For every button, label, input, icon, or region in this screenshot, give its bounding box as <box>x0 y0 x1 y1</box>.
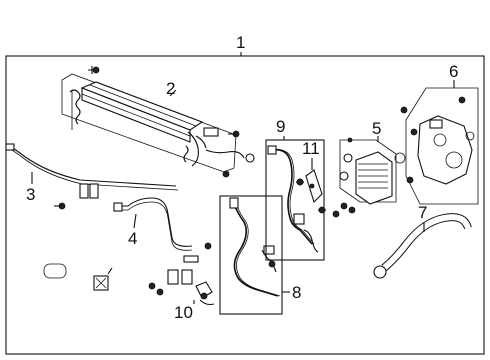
callout-4: 4 <box>128 229 137 248</box>
callout-1: 1 <box>236 33 245 56</box>
part-11-bracket: 11 <box>296 139 326 214</box>
part-3-cooler-line: 3 <box>5 143 179 210</box>
part-6-cooler-housing: 6 <box>400 62 479 205</box>
callout-10: 10 <box>174 303 193 322</box>
diagram-frame <box>5 55 485 355</box>
callout-3: 3 <box>26 185 35 204</box>
part-2-transmission-cooler: 2 <box>61 66 255 178</box>
callout-6: 6 <box>449 62 458 81</box>
callout-7: 7 <box>418 203 427 222</box>
part-6-box <box>405 87 479 205</box>
callout-8: 8 <box>292 283 301 302</box>
callout-9: 9 <box>276 117 285 136</box>
callout-5: 5 <box>372 119 381 138</box>
part-8-hose-assembly: 8 <box>219 195 301 315</box>
svg-text:1: 1 <box>236 33 245 52</box>
part-10-bracket: 10 <box>174 281 215 322</box>
callout-2: 2 <box>166 79 175 98</box>
misc-brackets <box>43 255 199 296</box>
part-5-box <box>339 139 397 203</box>
part-7-hose: 7 <box>373 203 472 279</box>
part-8-box <box>219 195 283 315</box>
callout-11: 11 <box>302 139 320 158</box>
part-4-cooler-hose: 4 <box>113 197 212 251</box>
part-2-outline <box>61 73 237 173</box>
part-9-box <box>265 139 325 261</box>
part-5-oil-cooler: 5 <box>332 119 406 218</box>
